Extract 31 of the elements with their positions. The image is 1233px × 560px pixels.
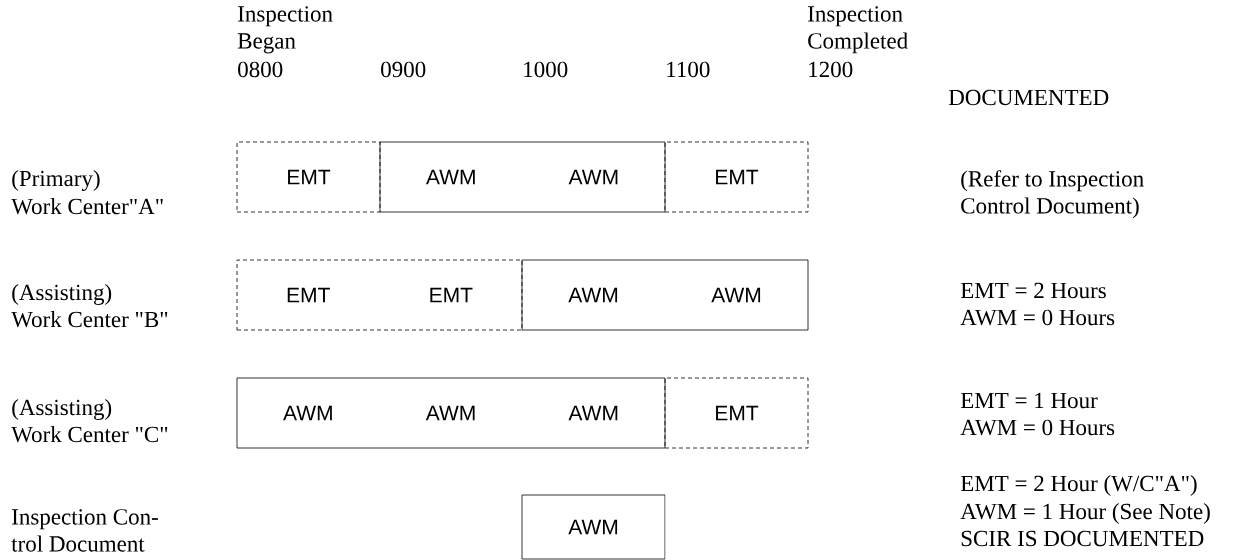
note: EMT = 2 Hour (W/C"A") (960, 475, 1197, 496)
time-bar: AWM AWM (521, 259, 809, 331)
row-label: (Assisting) (12, 399, 112, 420)
row-label: (Assisting) (12, 284, 112, 305)
row-label: Work Center "C" (11, 426, 168, 443)
time-label: 1200 (809, 61, 853, 78)
note: SCIR IS DOCUMENTED (961, 530, 1204, 547)
column-heading: Inspection Completed (808, 6, 908, 54)
time-label: 1100 (667, 61, 710, 78)
note: EMT = 2 Hours (960, 282, 1106, 299)
time-bar: EMT EMT (236, 259, 523, 331)
time-bar: EMT (236, 141, 381, 213)
row-label: (Primary) (12, 170, 100, 191)
time-label: 1000 (524, 61, 568, 78)
time-bar: EMT (664, 377, 809, 449)
note: AWM = 0 Hours (960, 309, 1115, 326)
time-label: 0800 (238, 61, 283, 78)
row-label: Inspection Con- trol Document (11, 509, 158, 552)
time-bar: AWM AWM (379, 141, 666, 213)
row-label: Work Center "B" (11, 311, 168, 328)
time-bar: AWM AWM AWM (236, 377, 666, 449)
note: AWM = 0 Hours (960, 419, 1115, 436)
time-bar: EMT (664, 141, 809, 213)
note: AWM = 1 Hour (See Note) (960, 503, 1210, 524)
note: EMT = 1 Hour (960, 392, 1098, 409)
column-heading: Inspection Began (237, 6, 333, 54)
column-heading: DOCUMENTED (948, 89, 1109, 106)
note: (Refer to Inspection Control Document) (961, 170, 1144, 219)
time-bar: AWM (521, 494, 666, 560)
row-label: Work Center"A" (11, 198, 163, 215)
time-label: 0900 (381, 61, 426, 78)
